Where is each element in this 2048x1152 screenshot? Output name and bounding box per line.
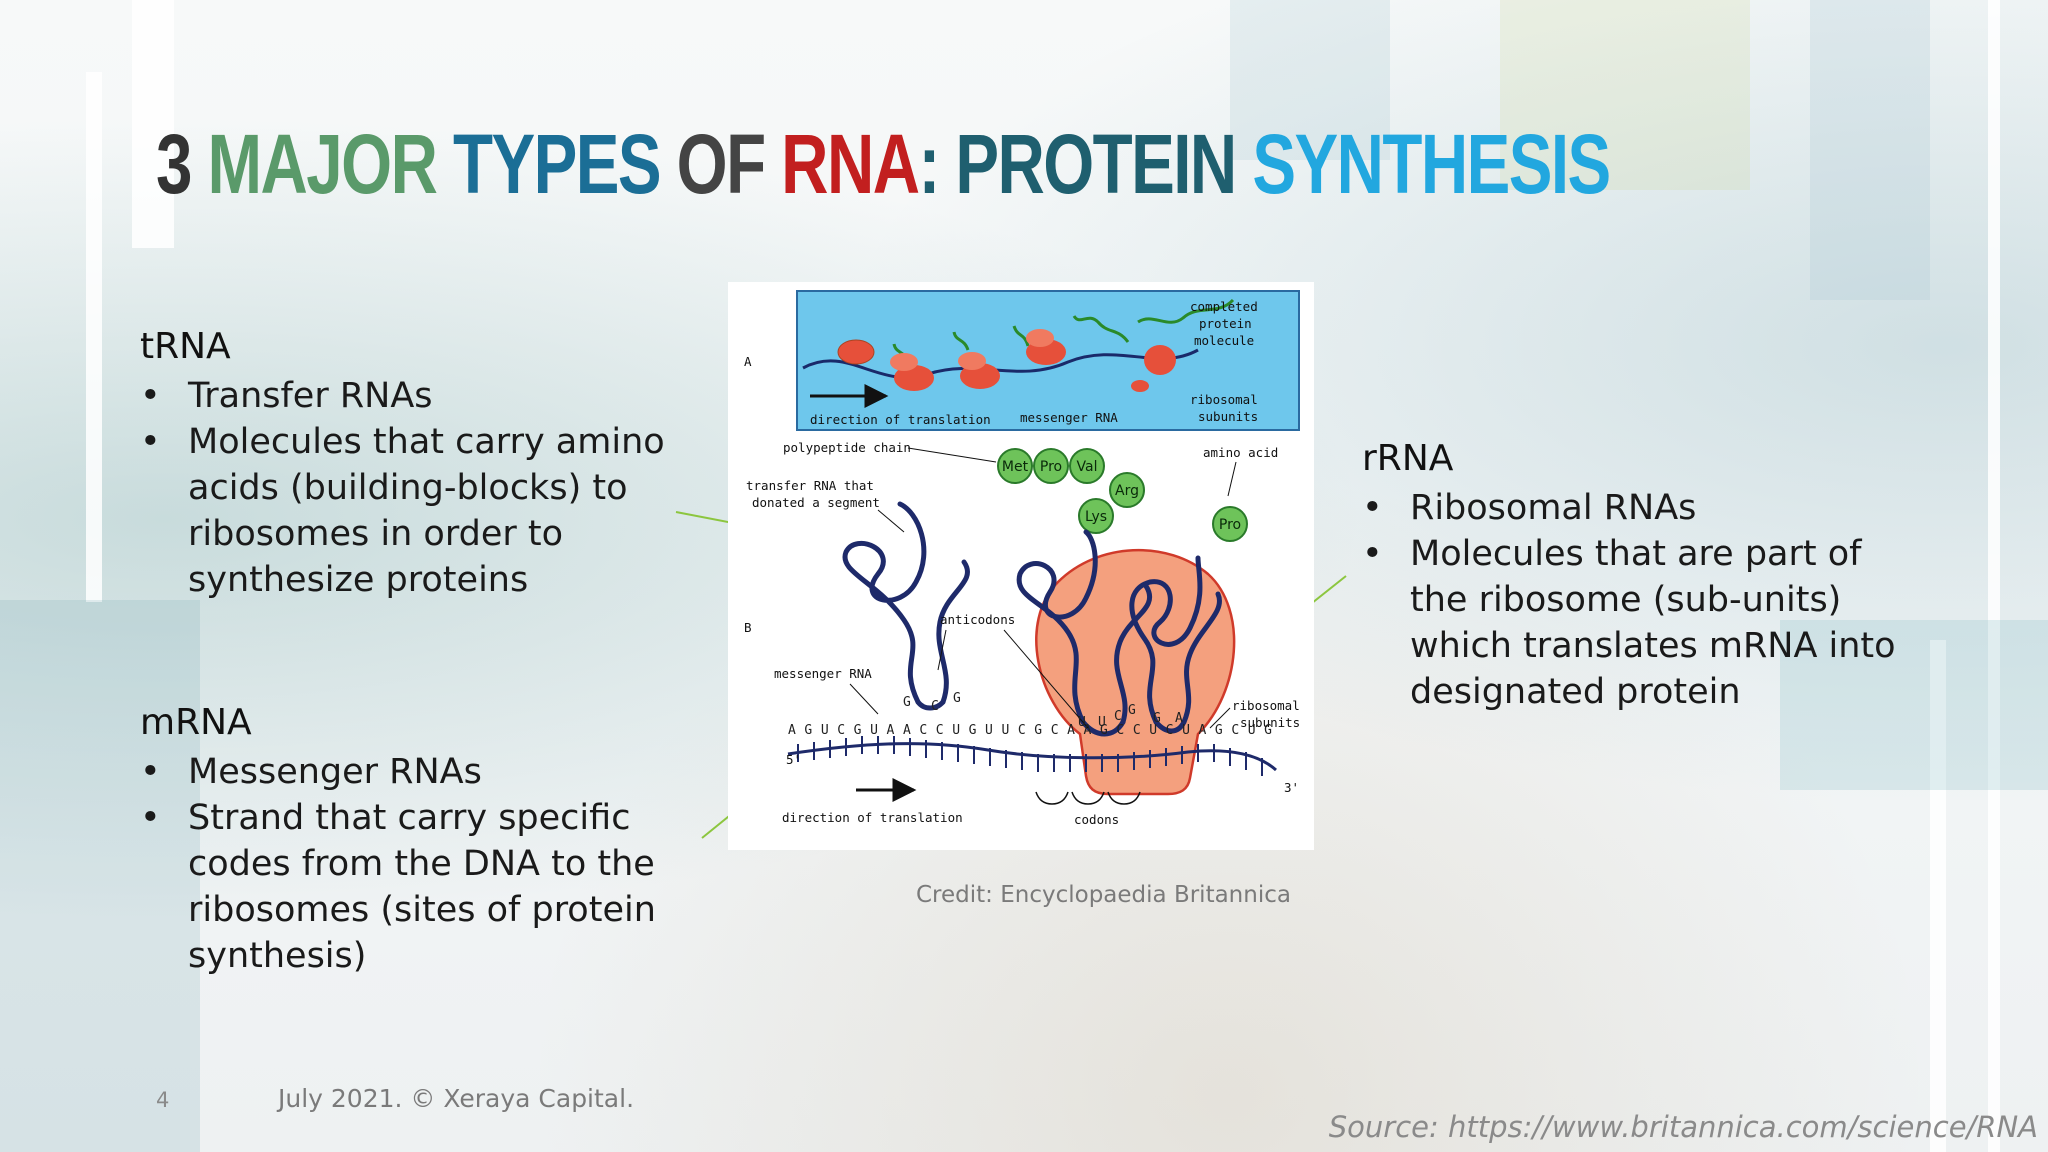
trna-loops [842, 501, 1222, 737]
amino-arg: Arg [1115, 483, 1139, 499]
footer-text: July 2021. © Xeraya Capital. [278, 1084, 635, 1113]
title-part: of [660, 117, 782, 211]
mrna-bullet: Messenger RNAs [140, 749, 700, 795]
label-5-prime: 5' [786, 752, 801, 767]
mrna-bullet: Strand that carry specific codes from th… [140, 795, 700, 979]
label-direction-a: direction of translation [810, 412, 991, 427]
amino-acid-chain: Met Pro Val Arg Lys Pro [997, 448, 1248, 542]
amino-pro: Pro [1040, 459, 1062, 475]
title-part: Synthesis [1235, 117, 1611, 211]
label-trna-donated-1: transfer RNA that [746, 478, 874, 493]
label-trna-donated-2: donated a segment [752, 495, 880, 510]
rrna-bullet-list: Ribosomal RNAs Molecules that are part o… [1362, 485, 1922, 715]
ribosome-shape [1035, 549, 1236, 796]
label-subunits-a: subunits [1198, 409, 1258, 424]
label-ribosomal-a: ribosomal [1190, 392, 1258, 407]
label-3-prime: 3' [1284, 780, 1299, 795]
mrna-heading: mRNA [140, 702, 252, 743]
label-direction-b: direction of translation [782, 810, 963, 825]
anticodon-base: U [1078, 715, 1086, 730]
amino-met: Met [1002, 459, 1029, 475]
panel-a-label: A [744, 354, 752, 369]
trna-bullet: Molecules that carry amino acids (buildi… [140, 419, 700, 603]
mrna-bullet-list: Messenger RNAs Strand that carry specifi… [140, 749, 700, 979]
anticodon-base: G [953, 691, 961, 706]
slide-title: 3 Major Types of RNA: Protein Synthesis [156, 117, 1611, 211]
mrna-sequence: AGUCGUAACCUGUUCGCAAGCCUCUAGCUG [788, 723, 1272, 738]
panel-b-label: B [744, 620, 752, 635]
title-part: : Protein [918, 117, 1237, 211]
amino-lys: Lys [1085, 509, 1107, 525]
trna-bullet-list: Transfer RNAs Molecules that carry amino… [140, 373, 700, 603]
rrna-bullet: Molecules that are part of the ribosome … [1362, 531, 1922, 715]
label-polypeptide: polypeptide chain [783, 440, 911, 455]
label-subunits-b: subunits [1240, 715, 1300, 730]
protein-synthesis-figure: A direction of translation messenger RNA… [728, 282, 1314, 850]
label-protein: protein [1199, 316, 1252, 331]
label-completed: completed [1190, 299, 1258, 314]
title-part: 3 [156, 117, 208, 211]
anticodon-base: G [1153, 711, 1161, 726]
title-part: RNA [781, 117, 920, 211]
label-amino-acid: amino acid [1203, 445, 1278, 460]
trna-bullet: Transfer RNAs [140, 373, 700, 419]
anticodon-base: C [931, 699, 939, 714]
trna-section: tRNA Transfer RNAs Molecules that carry … [140, 326, 700, 603]
mrna-ticks [797, 736, 1263, 776]
trna-heading: tRNA [140, 326, 231, 367]
label-molecule: molecule [1194, 333, 1254, 348]
mrna-section: mRNA Messenger RNAs Strand that carry sp… [140, 702, 700, 979]
amino-pro-2: Pro [1219, 517, 1241, 533]
rrna-section: rRNA Ribosomal RNAs Molecules that are p… [1362, 438, 1922, 715]
title-part: Major [207, 117, 438, 211]
anticodon-base: G [1128, 703, 1136, 718]
label-messenger-a: messenger RNA [1020, 410, 1118, 425]
amino-val: Val [1077, 459, 1098, 475]
anticodon-base: C [1114, 709, 1122, 724]
title-part: Types [436, 117, 662, 211]
image-credit: Credit: Encyclopaedia Britannica [916, 882, 1291, 908]
rrna-bullet: Ribosomal RNAs [1362, 485, 1922, 531]
label-messenger-b: messenger RNA [774, 666, 872, 681]
figure-svg: A direction of translation messenger RNA… [744, 290, 1300, 827]
label-ribosomal-b: ribosomal [1232, 698, 1300, 713]
anticodon-base: A [1175, 711, 1183, 726]
label-codons: codons [1074, 812, 1119, 827]
source-link: Source: https://www.britannica.com/scien… [1328, 1110, 2038, 1144]
anticodon-base: G [903, 695, 911, 710]
label-anticodons: anticodons [940, 612, 1015, 627]
rrna-heading: rRNA [1362, 438, 1454, 479]
page-number: 4 [156, 1088, 170, 1112]
anticodon-base: U [1098, 715, 1106, 730]
